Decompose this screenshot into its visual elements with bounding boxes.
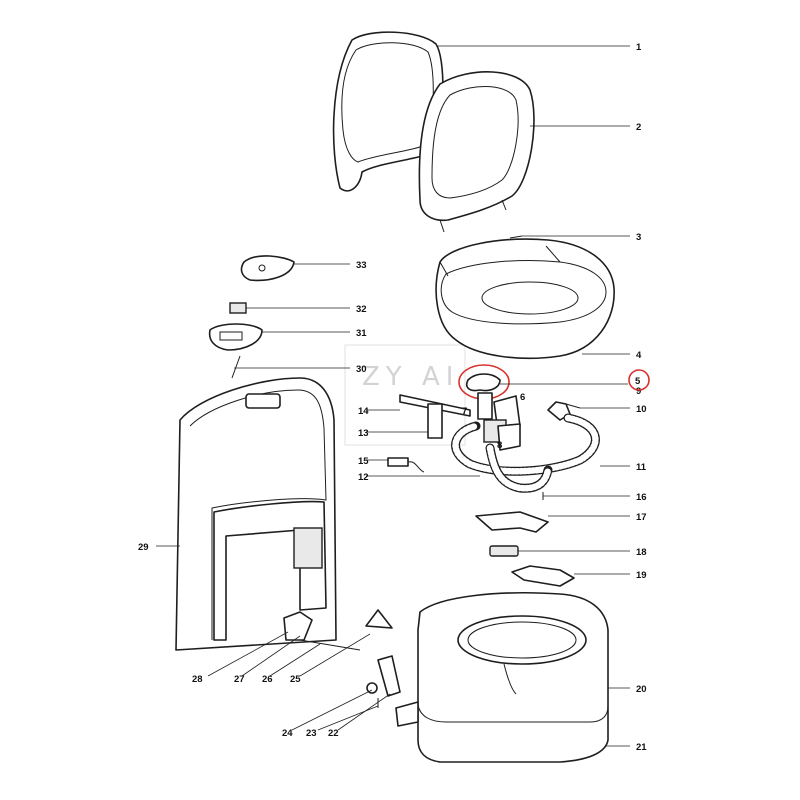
watermark: ZY AI bbox=[344, 344, 466, 446]
callout-17: 17 bbox=[636, 512, 647, 523]
part-1-seat-frame bbox=[332, 31, 444, 192]
callout-6: 6 bbox=[520, 392, 525, 403]
part-31-plate bbox=[208, 323, 263, 351]
part-11-hose bbox=[451, 413, 600, 493]
callout-10: 10 bbox=[636, 404, 647, 415]
part-17-bracket bbox=[475, 511, 549, 533]
part-33-panel bbox=[240, 255, 295, 282]
callout-2: 2 bbox=[636, 122, 641, 133]
callout-22: 22 bbox=[328, 728, 339, 739]
callout-29: 29 bbox=[138, 542, 149, 553]
callout-25: 25 bbox=[290, 674, 301, 685]
callout-20: 20 bbox=[636, 684, 647, 695]
part-4-bowl bbox=[435, 238, 615, 360]
callout-28: 28 bbox=[192, 674, 203, 685]
callout-21: 21 bbox=[636, 742, 647, 753]
callout-18: 18 bbox=[636, 547, 647, 558]
part-32-button bbox=[229, 302, 247, 314]
callout-32: 32 bbox=[356, 304, 367, 315]
part-20-21-tank bbox=[395, 592, 609, 763]
callout-14: 14 bbox=[358, 406, 369, 417]
leader-lines bbox=[156, 45, 630, 747]
callout-24: 24 bbox=[282, 728, 293, 739]
svg-text:ZY AI: ZY AI bbox=[362, 362, 459, 392]
callout-1: 1 bbox=[636, 42, 642, 53]
callout-27: 27 bbox=[234, 674, 245, 685]
callout-31: 31 bbox=[356, 328, 367, 339]
callout-15: 15 bbox=[358, 456, 369, 467]
callout-23: 23 bbox=[306, 728, 317, 739]
part-3-screw bbox=[509, 235, 523, 239]
part-6-7-8-valve-assembly bbox=[477, 392, 521, 451]
part-2-seat bbox=[418, 71, 535, 233]
part-22-28-mechanism bbox=[283, 609, 401, 708]
part-15-connector bbox=[387, 457, 425, 473]
callout-labels: 1 2 3 4 5 9 10 11 16 17 18 19 20 21 33 3… bbox=[138, 42, 647, 753]
highlight-circle-callout bbox=[628, 369, 650, 391]
callout-3: 3 bbox=[636, 232, 641, 243]
callout-13: 13 bbox=[358, 428, 369, 439]
callout-4: 4 bbox=[636, 350, 642, 361]
callout-16: 16 bbox=[636, 492, 647, 503]
part-18-clip bbox=[489, 545, 519, 557]
callout-11: 11 bbox=[636, 462, 647, 473]
callout-30: 30 bbox=[356, 364, 367, 375]
callout-5: 5 bbox=[635, 376, 641, 387]
part-29-housing bbox=[175, 377, 337, 651]
part-13-14-lever bbox=[399, 394, 471, 439]
callout-26: 26 bbox=[262, 674, 273, 685]
callout-7: 7 bbox=[462, 406, 467, 417]
callout-19: 19 bbox=[636, 570, 647, 581]
callout-8: 8 bbox=[497, 440, 502, 451]
part-19-slide bbox=[511, 565, 575, 587]
callout-33: 33 bbox=[356, 260, 367, 271]
callout-12: 12 bbox=[358, 472, 369, 483]
callout-9: 9 bbox=[636, 386, 641, 397]
part-30-pin bbox=[231, 355, 241, 379]
